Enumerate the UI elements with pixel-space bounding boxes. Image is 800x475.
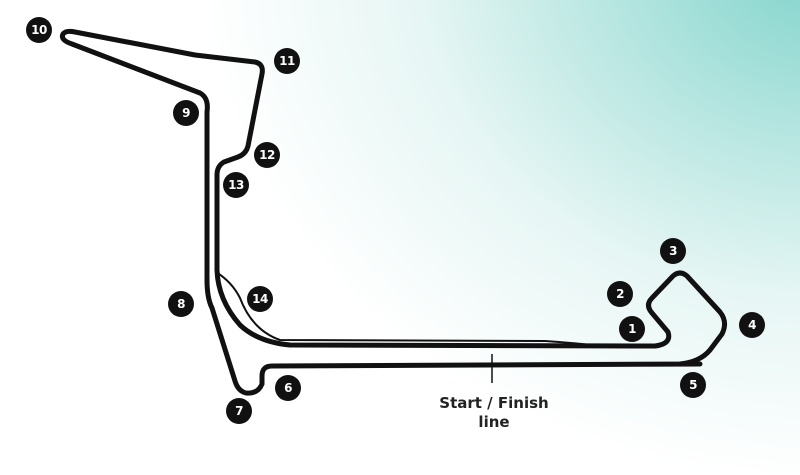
turn-1-marker: 1 [619,316,645,342]
turn-8-marker: 8 [168,291,194,317]
turn-5-marker: 5 [680,372,706,398]
start-finish-label: Start / Finish line [439,394,548,432]
turn-3-marker: 3 [660,238,686,264]
turn-12-marker: 12 [254,142,280,168]
turn-11-marker: 11 [274,48,300,74]
turn-9-marker: 9 [173,100,199,126]
circuit-track [59,28,728,396]
turn-2-marker: 2 [607,281,633,307]
turn-13-marker: 13 [223,172,249,198]
turn-6-marker: 6 [275,375,301,401]
turn-7-marker: 7 [226,398,252,424]
turn-10-marker: 10 [26,17,52,43]
pit-lane [215,271,601,347]
start-finish-label-line1: Start / Finish [439,394,549,412]
start-finish-label-line2: line [478,413,510,431]
turn-14-marker: 14 [247,286,273,312]
turn-4-marker: 4 [739,312,765,338]
